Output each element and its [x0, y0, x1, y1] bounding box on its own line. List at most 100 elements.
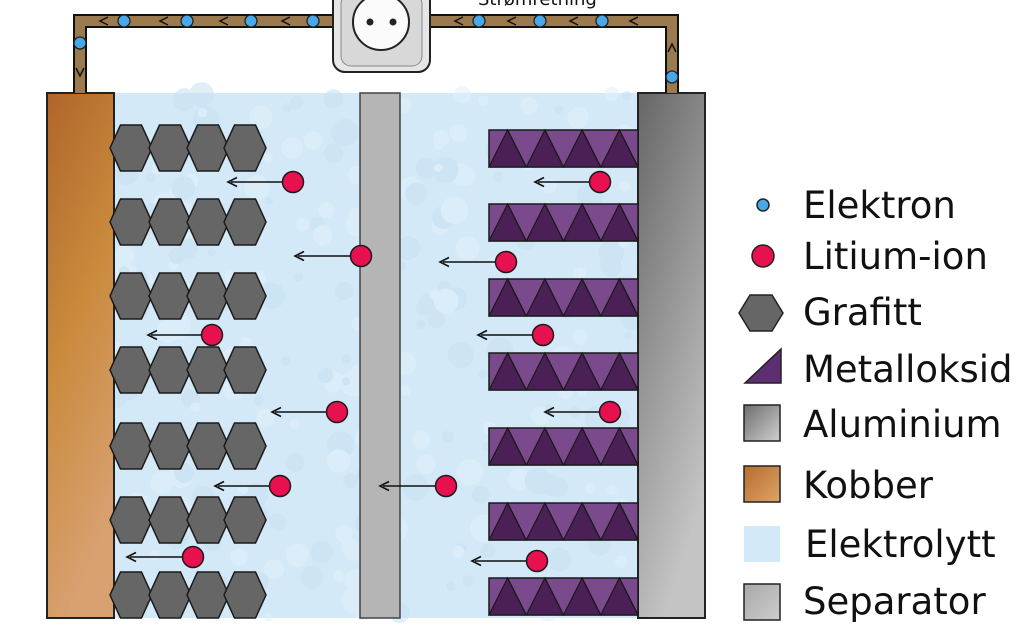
ion-arrowhead — [533, 176, 545, 188]
metal-oxide-edge — [618, 278, 639, 317]
wire-direction-arrow — [667, 42, 677, 53]
electrolyte-speck — [171, 176, 196, 200]
electrolyte-speck — [323, 89, 344, 109]
legend-metal-oxide-label: Metalloksid — [803, 348, 1013, 391]
lithium-ion — [200, 323, 224, 347]
electrolyte-speck — [402, 474, 429, 501]
legend-aluminium-label: Aluminium — [803, 403, 1002, 446]
ion-arrowhead — [270, 406, 282, 418]
electrolyte-speck — [281, 356, 291, 366]
graphite-hexagon — [223, 422, 267, 470]
electrolyte-speck — [477, 95, 489, 106]
ion-arrowhead — [476, 329, 488, 341]
electrolyte-speck — [310, 540, 334, 564]
electrolyte-speck — [317, 367, 334, 384]
electrolyte-speck — [447, 341, 474, 368]
electrolyte-speck — [282, 102, 292, 113]
electrolyte-speck — [554, 105, 564, 114]
metal-oxide-edge — [618, 203, 639, 242]
graphite-hexagon — [109, 571, 153, 619]
wire-electron — [595, 14, 609, 28]
electrolyte-speck — [253, 395, 265, 406]
graphite-hexagon — [148, 272, 192, 320]
electrolyte-speck — [441, 430, 454, 443]
metal-oxide-edge — [507, 427, 527, 466]
lithium-ion — [281, 170, 305, 194]
graphite-hexagon — [148, 346, 192, 394]
electrolyte-speck — [230, 548, 248, 566]
electrolyte-speck — [531, 406, 551, 425]
graphite-hexagon — [109, 272, 153, 320]
wire-direction-arrow — [280, 16, 291, 26]
metal-oxide-edge — [544, 427, 565, 466]
ion-arrowhead — [438, 256, 450, 268]
electrolyte-speck — [416, 319, 426, 330]
wire-electron — [306, 14, 320, 28]
electrolyte-speck — [262, 152, 273, 164]
electrolyte-speck — [172, 88, 196, 112]
graphite-hexagon — [223, 496, 267, 544]
legend-graphite-label: Grafitt — [803, 291, 922, 334]
electrolyte-speck — [604, 86, 619, 102]
metal-oxide-edge — [507, 352, 527, 391]
legend-copper-label: Kobber — [803, 464, 934, 507]
wire-electron — [117, 14, 131, 28]
metal-oxide-edge — [544, 278, 565, 317]
aluminium-current-collector — [637, 92, 706, 619]
lithium-ion — [268, 474, 292, 498]
electrolyte-speck — [453, 85, 472, 104]
electrolyte-speck — [207, 248, 216, 257]
electrolyte-speck — [300, 565, 324, 589]
legend-copper-icon — [743, 465, 781, 503]
lithium-ion — [349, 244, 373, 268]
electrolyte-speck — [150, 471, 174, 495]
metal-oxide-edge — [544, 203, 565, 242]
electrolyte-speck — [258, 282, 286, 309]
lithium-ions — [125, 170, 622, 573]
electrolyte-speck — [572, 329, 588, 345]
graphite-hexagon — [109, 124, 153, 172]
ion-arrowhead — [146, 329, 158, 341]
electrolyte-speck — [264, 613, 273, 622]
lithium-ion — [434, 474, 458, 498]
legend-separator-label: Separator — [803, 580, 986, 623]
legend-electrolyte-label: Elektrolytt — [805, 523, 996, 566]
electrolyte-speck — [285, 543, 309, 567]
metal-oxide-edge — [618, 129, 639, 168]
ion-arrowhead — [213, 480, 225, 492]
wire-direction-arrow — [75, 67, 85, 78]
electrolyte-speck — [304, 131, 323, 150]
electrolyte-speck — [149, 550, 160, 561]
ion-arrowhead — [125, 551, 137, 563]
electrolyte-speck — [623, 331, 633, 340]
metal-oxide-edge — [618, 352, 639, 391]
electrolyte-speck — [440, 196, 469, 225]
wire-electron — [533, 14, 547, 28]
electrolyte-speck — [599, 254, 622, 277]
electrolyte-speck — [190, 402, 201, 413]
legend-separator-icon — [743, 583, 781, 621]
electrolyte-speck — [615, 555, 628, 569]
graphite-hexagon — [186, 496, 230, 544]
electrolyte-speck — [334, 123, 345, 134]
lithium-ion — [598, 400, 622, 424]
electrolyte-speck — [312, 225, 333, 246]
graphite-hexagon — [223, 346, 267, 394]
wire-direction-arrow — [453, 16, 464, 26]
metal-oxide-edge — [581, 203, 602, 242]
metal-oxide-edge — [544, 502, 565, 541]
electrolyte-speck — [341, 538, 359, 555]
electrolyte-speck — [415, 157, 437, 180]
electrolyte-speck — [547, 547, 572, 572]
electrolyte-speck — [520, 97, 538, 115]
legend-lithium-ion-label: Litium-ion — [803, 235, 988, 278]
electrolyte-speck — [606, 485, 617, 495]
lithium-ion — [588, 170, 612, 194]
wire-direction-arrow — [628, 16, 639, 26]
electrolyte-speck — [248, 105, 273, 130]
graphite-hexagon — [223, 198, 267, 246]
electrolyte-speck — [335, 524, 353, 542]
electrolyte-speck — [427, 310, 445, 329]
metal-oxide-edge — [544, 352, 565, 391]
metal-oxide-edge — [581, 278, 602, 317]
